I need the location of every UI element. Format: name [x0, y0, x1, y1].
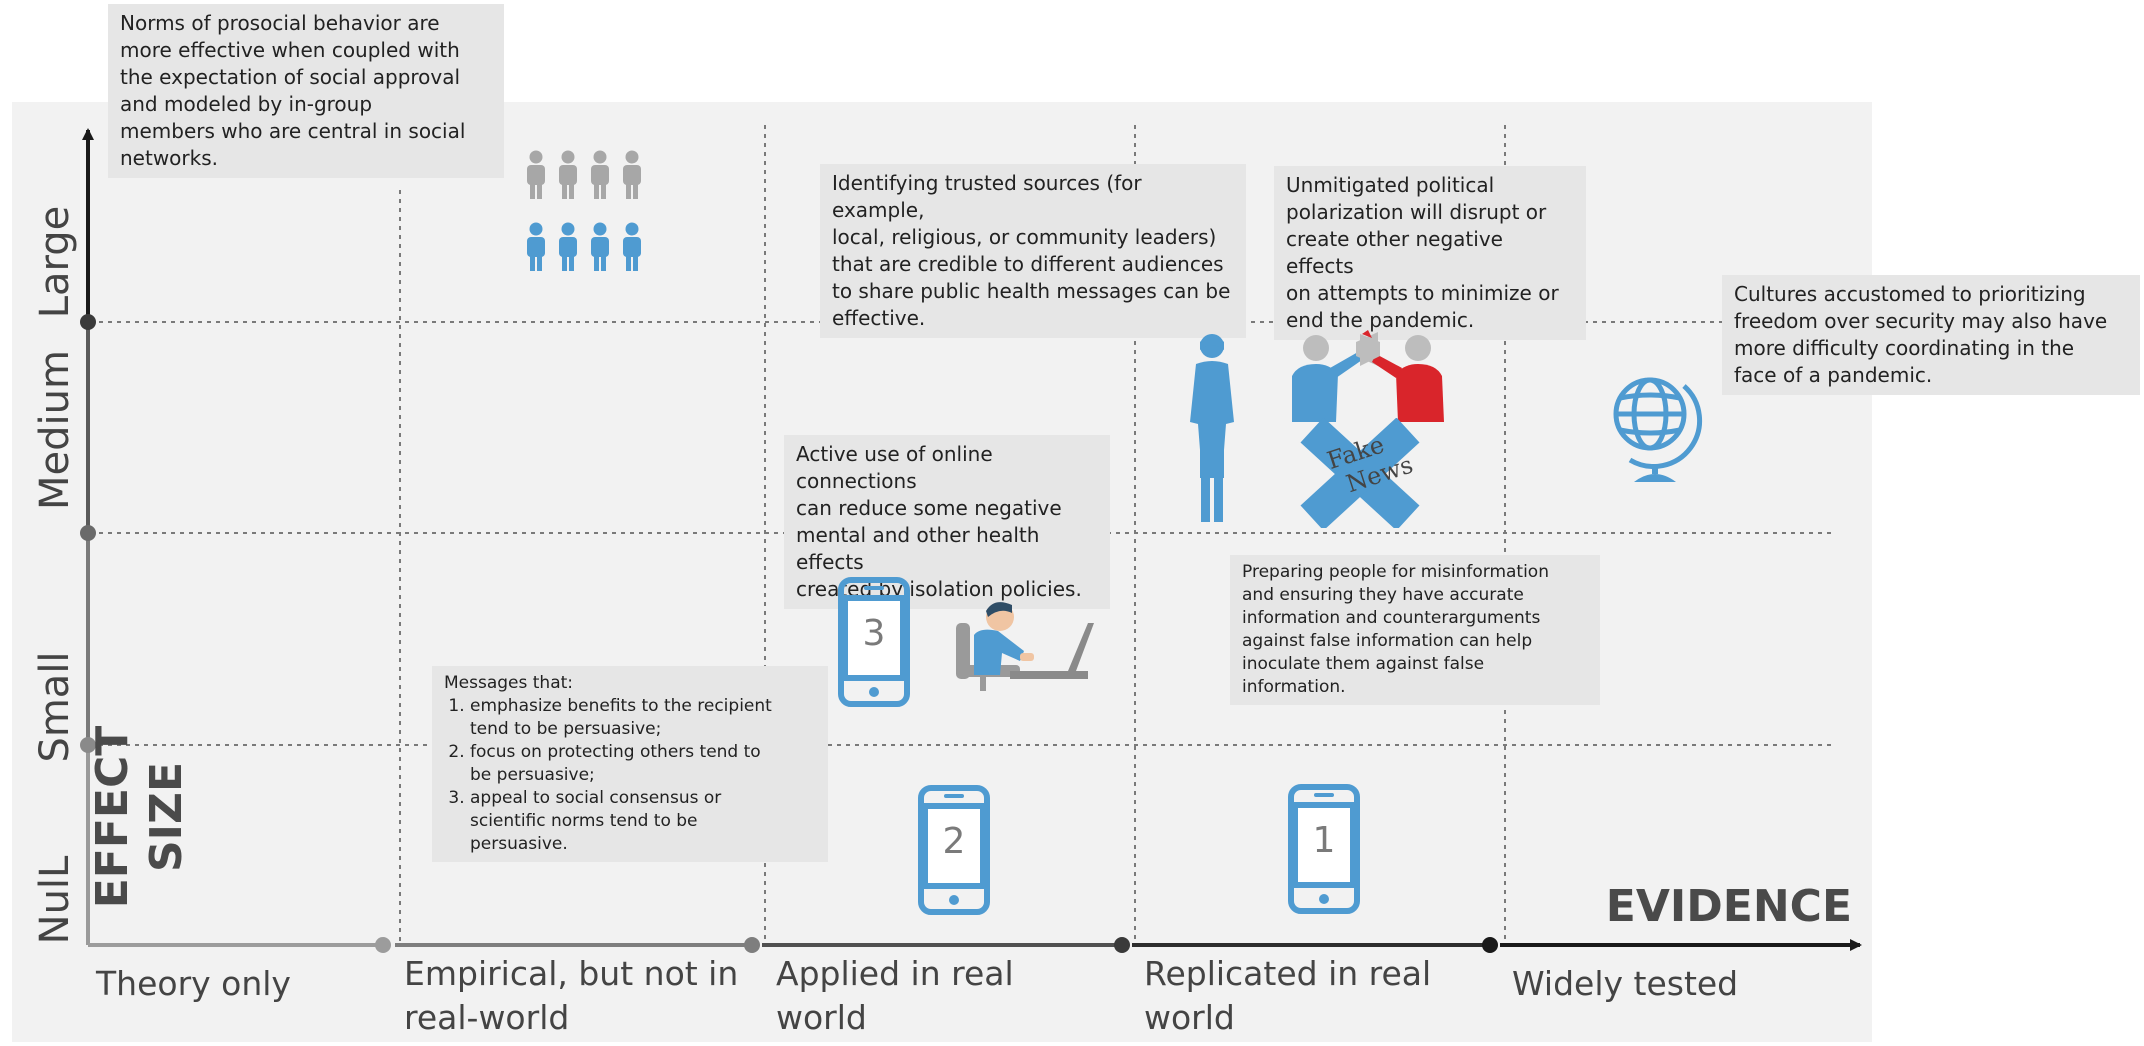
y-level-large: Large [32, 205, 78, 319]
y-axis-title: EFFECT SIZE [87, 725, 192, 909]
axis-dots [80, 314, 1498, 953]
x-level-applied: Applied in real world [776, 954, 1014, 1037]
phone-number: 1 [1312, 820, 1336, 861]
y-level-null: NulL [32, 855, 78, 945]
phone-icon: 2 [918, 785, 990, 915]
messages-heading: Messages that: [444, 673, 574, 693]
x-level-theory: Theory only [96, 964, 291, 1003]
y-level-medium: Medium [32, 350, 78, 510]
phone-number: 2 [942, 821, 966, 862]
arguing-men-megaphones-icon [1292, 330, 1444, 422]
x-level-empirical: Empirical, but not in real-world [404, 954, 739, 1037]
businesswoman-icon [1190, 334, 1234, 522]
messages-list: emphasize benefits to the recipienttend … [444, 695, 816, 856]
globe-icon [1613, 377, 1703, 482]
x-level-widely-tested: Widely tested [1512, 964, 1739, 1003]
note-messages: Messages that: emphasize benefits to the… [432, 666, 828, 862]
y-level-small: Small [32, 651, 78, 763]
x-level-replicated: Replicated in real world [1144, 954, 1432, 1037]
phone-icon: 1 [1288, 784, 1360, 914]
phone-number: 3 [862, 613, 886, 654]
note-trusted-sources: Identifying trusted sources (for example… [820, 164, 1246, 338]
people-group-icon [527, 150, 641, 271]
messages-item: appeal to social consensus orscientific … [470, 787, 816, 856]
phone-icon: 3 [838, 577, 910, 707]
fake-news-cross-icon: Fake News [1300, 418, 1420, 528]
x-axis-title: EVIDENCE [1605, 881, 1852, 932]
messages-item: emphasize benefits to the recipienttend … [470, 695, 816, 741]
person-at-laptop-icon [956, 602, 1094, 691]
